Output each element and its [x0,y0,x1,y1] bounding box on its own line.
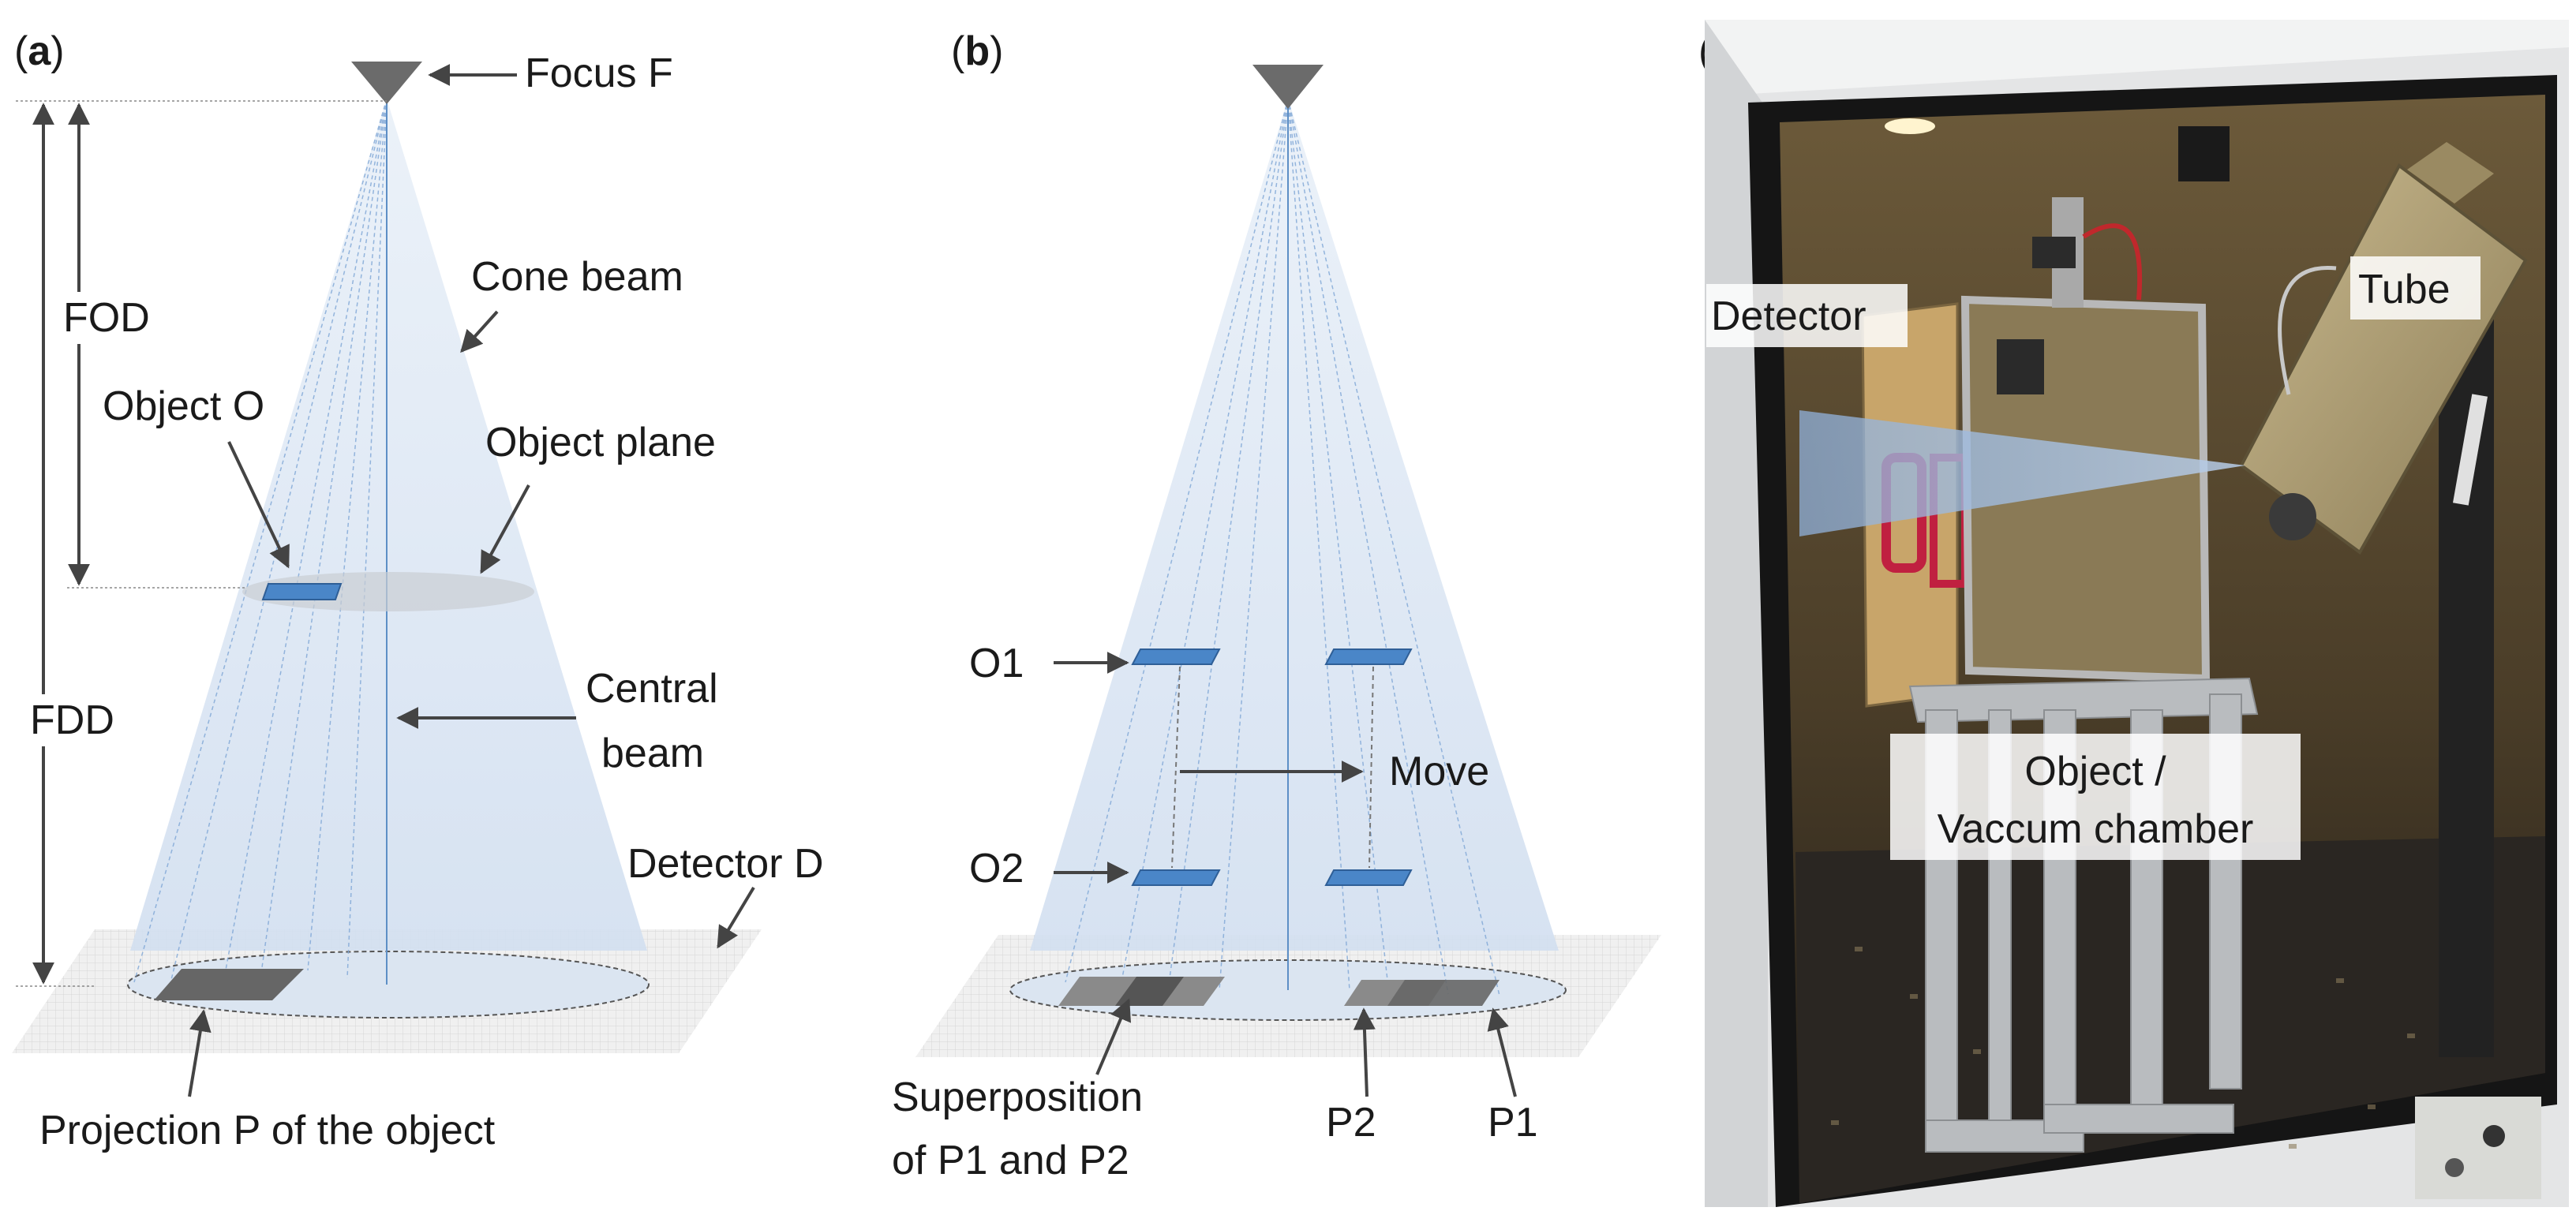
photo-label-tube: Tube [2358,267,2451,312]
panel-a-label: (a) [14,28,65,74]
panel-a: (a) FOD FDD [12,28,824,1153]
central-beam-label-1: Central [586,666,718,712]
move-label: Move [1389,749,1489,794]
projection-label: Projection P of the object [39,1108,496,1153]
panel-c: (c) [1698,20,2569,1207]
object-plane-label: Object plane [485,420,716,465]
object-o2-right [1324,869,1413,886]
cone-beam [130,99,647,951]
photo-label-object-bg [1890,734,2301,860]
object-o-label: Object O [103,383,264,429]
photo-label-object-1: Object / [2024,749,2166,794]
o2-label: O2 [969,846,1024,891]
panel-b-label: (b) [951,28,1003,74]
photo-label-object-2: Vaccum chamber [1938,806,2254,852]
projection-p [154,969,304,1000]
p1-label: P1 [1488,1100,1538,1146]
detector-d-label: Detector D [627,841,824,887]
object-o1-right [1324,648,1413,665]
superposition-label-1: Superposition [892,1075,1143,1120]
photo-label-detector: Detector [1711,293,1866,339]
central-beam-label-2: beam [601,731,704,776]
object-o2-left [1131,869,1221,886]
photo-label-tube-bg [2350,256,2481,320]
object-o1-left [1131,648,1221,665]
object-plane [242,572,534,611]
beam-rays-b [1065,98,1500,996]
focus-source [351,62,422,104]
chamber-floor [1795,836,2545,1203]
focus-source-b [1252,65,1324,109]
superposition-label-2: of P1 and P2 [892,1138,1129,1183]
photo-beam-overlay [1799,410,2245,536]
fod-label: FOD [63,295,150,341]
cone-beam-label: Cone beam [471,254,683,300]
object-o [261,583,343,600]
detector-footprint-ellipse [127,951,650,1019]
p2-label: P2 [1326,1100,1376,1146]
cone-beam-b [1030,99,1559,951]
fdd-label: FDD [30,697,114,743]
focus-label: Focus F [525,50,673,96]
projection-p1 [1387,980,1500,1006]
panel-b: (b) O1 O2 [892,28,1661,1183]
photo-label-detector-bg [1706,284,1908,347]
o1-label: O1 [969,641,1024,686]
